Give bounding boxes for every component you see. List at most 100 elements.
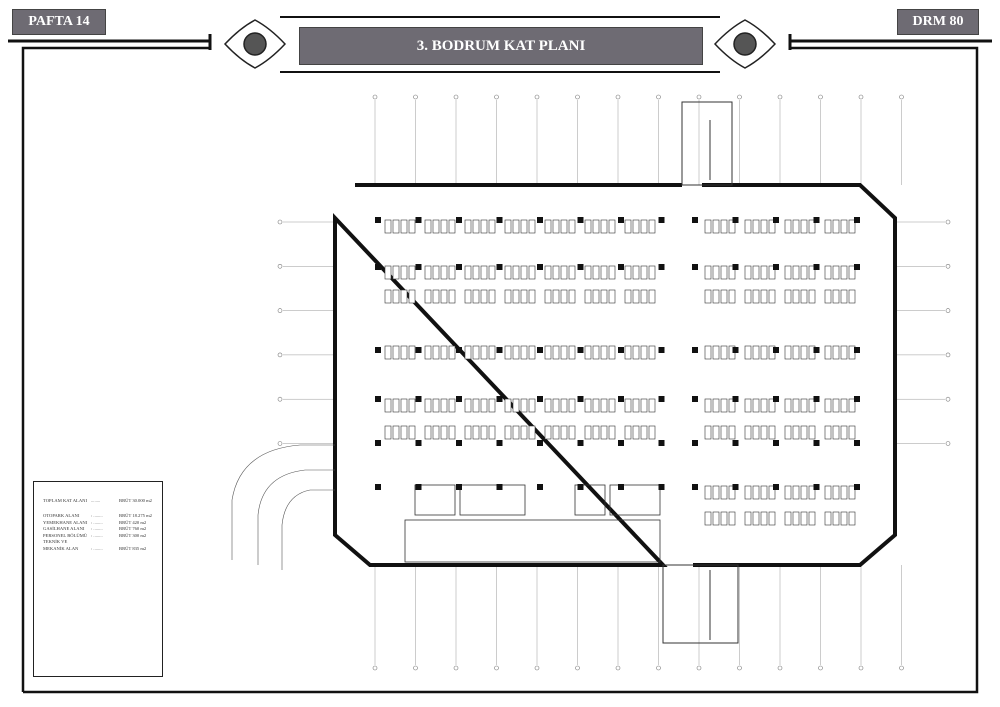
column bbox=[732, 396, 739, 402]
parking-space bbox=[808, 425, 816, 440]
parking-space bbox=[472, 345, 480, 360]
parking-space bbox=[728, 511, 736, 526]
parking-space bbox=[744, 219, 752, 234]
parking-space bbox=[720, 511, 728, 526]
parking-space bbox=[504, 398, 512, 413]
parking-space bbox=[448, 219, 456, 234]
parking-space bbox=[808, 219, 816, 234]
grid-bubble bbox=[277, 263, 283, 269]
parking-space bbox=[824, 345, 832, 360]
column bbox=[854, 484, 860, 490]
parking-space bbox=[704, 265, 712, 280]
parking-space bbox=[824, 425, 832, 440]
parking-space bbox=[488, 219, 496, 234]
parking-space bbox=[464, 289, 472, 304]
column bbox=[732, 217, 739, 223]
parking-space bbox=[512, 425, 520, 440]
parking-space bbox=[512, 219, 520, 234]
parking-space bbox=[808, 485, 816, 500]
parking-space bbox=[400, 265, 408, 280]
grid-bubble bbox=[534, 665, 540, 671]
parking-space bbox=[624, 265, 632, 280]
parking-space bbox=[648, 289, 656, 304]
parking-space bbox=[504, 289, 512, 304]
column bbox=[496, 440, 503, 446]
parking-space bbox=[560, 425, 568, 440]
parking-space bbox=[552, 398, 560, 413]
column bbox=[658, 484, 665, 490]
parking-space bbox=[840, 398, 848, 413]
parking-space bbox=[392, 219, 400, 234]
column bbox=[854, 440, 860, 446]
parking-space bbox=[560, 398, 568, 413]
parking-space bbox=[744, 511, 752, 526]
parking-space bbox=[744, 265, 752, 280]
parking-space bbox=[568, 289, 576, 304]
parking-space bbox=[512, 289, 520, 304]
parking-space bbox=[448, 425, 456, 440]
parking-space bbox=[544, 289, 552, 304]
parking-space bbox=[752, 398, 760, 413]
parking-space bbox=[728, 425, 736, 440]
parking-space bbox=[440, 398, 448, 413]
parking-space bbox=[552, 219, 560, 234]
parking-space bbox=[640, 425, 648, 440]
parking-space bbox=[640, 345, 648, 360]
parking-space bbox=[624, 398, 632, 413]
parking-space bbox=[752, 345, 760, 360]
parking-space bbox=[848, 425, 856, 440]
parking-space bbox=[824, 289, 832, 304]
grid-bubble bbox=[945, 441, 951, 446]
parking-space bbox=[440, 425, 448, 440]
legend-label: TEKNİK VE bbox=[43, 539, 68, 544]
parking-space bbox=[424, 265, 432, 280]
column bbox=[658, 217, 665, 223]
parking-space bbox=[520, 219, 528, 234]
column bbox=[375, 396, 381, 402]
grid-bubble bbox=[615, 665, 621, 671]
parking-space bbox=[840, 345, 848, 360]
parking-space bbox=[824, 265, 832, 280]
parking-space bbox=[392, 398, 400, 413]
parking-space bbox=[608, 345, 616, 360]
grid-bubble bbox=[777, 94, 783, 100]
parking-space bbox=[488, 265, 496, 280]
column bbox=[692, 484, 698, 490]
column bbox=[854, 396, 860, 402]
parking-space bbox=[832, 345, 840, 360]
parking-space bbox=[448, 398, 456, 413]
column bbox=[692, 264, 698, 270]
parking-space bbox=[392, 425, 400, 440]
parking-space bbox=[768, 425, 776, 440]
parking-space bbox=[432, 265, 440, 280]
parking-space bbox=[392, 265, 400, 280]
parking-space bbox=[792, 265, 800, 280]
parking-space bbox=[752, 511, 760, 526]
parking-space bbox=[440, 289, 448, 304]
column bbox=[496, 396, 503, 402]
parking-space bbox=[640, 289, 648, 304]
parking-space bbox=[808, 511, 816, 526]
parking-space bbox=[704, 219, 712, 234]
column bbox=[415, 264, 422, 270]
grid-bubble bbox=[945, 219, 951, 225]
parking-space bbox=[720, 289, 728, 304]
parking-space bbox=[824, 511, 832, 526]
structural-columns bbox=[375, 217, 860, 490]
grid-bubble bbox=[656, 665, 661, 671]
parking-space bbox=[520, 398, 528, 413]
parking-space bbox=[472, 398, 480, 413]
parking-space bbox=[480, 219, 488, 234]
parking-space bbox=[408, 289, 416, 304]
parking-space bbox=[744, 398, 752, 413]
parking-space bbox=[584, 425, 592, 440]
parking-space bbox=[848, 485, 856, 500]
parking-space bbox=[648, 219, 656, 234]
column bbox=[537, 264, 543, 270]
parking-space bbox=[752, 289, 760, 304]
grid-bubble bbox=[413, 665, 418, 671]
parking-space bbox=[800, 485, 808, 500]
parking-space bbox=[432, 219, 440, 234]
parking-space bbox=[704, 485, 712, 500]
